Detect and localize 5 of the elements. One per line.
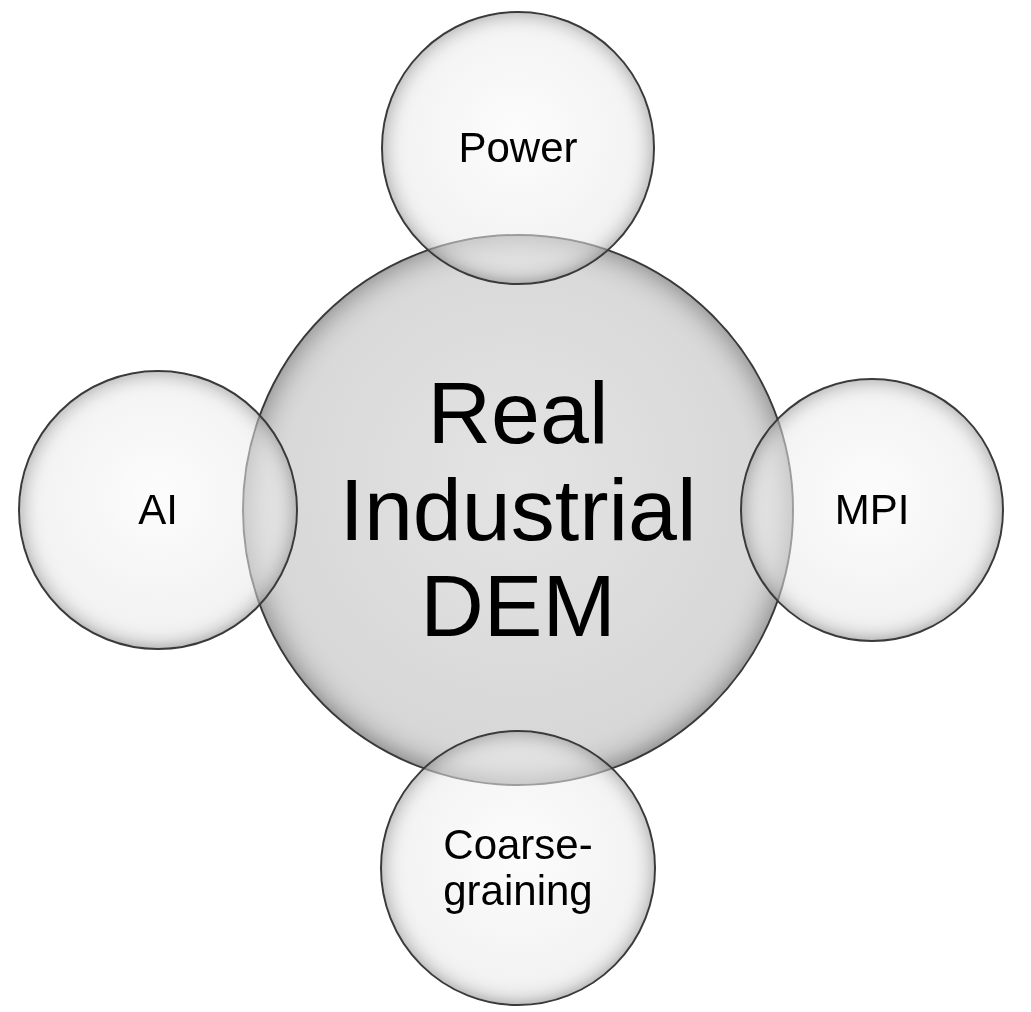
circle-label: Real Industrial DEM — [338, 364, 698, 656]
circle-label: AI — [137, 486, 179, 534]
circle-label: MPI — [833, 486, 911, 534]
circle-label: Power — [457, 124, 579, 172]
circle-label: Coarse-graining — [442, 821, 594, 915]
